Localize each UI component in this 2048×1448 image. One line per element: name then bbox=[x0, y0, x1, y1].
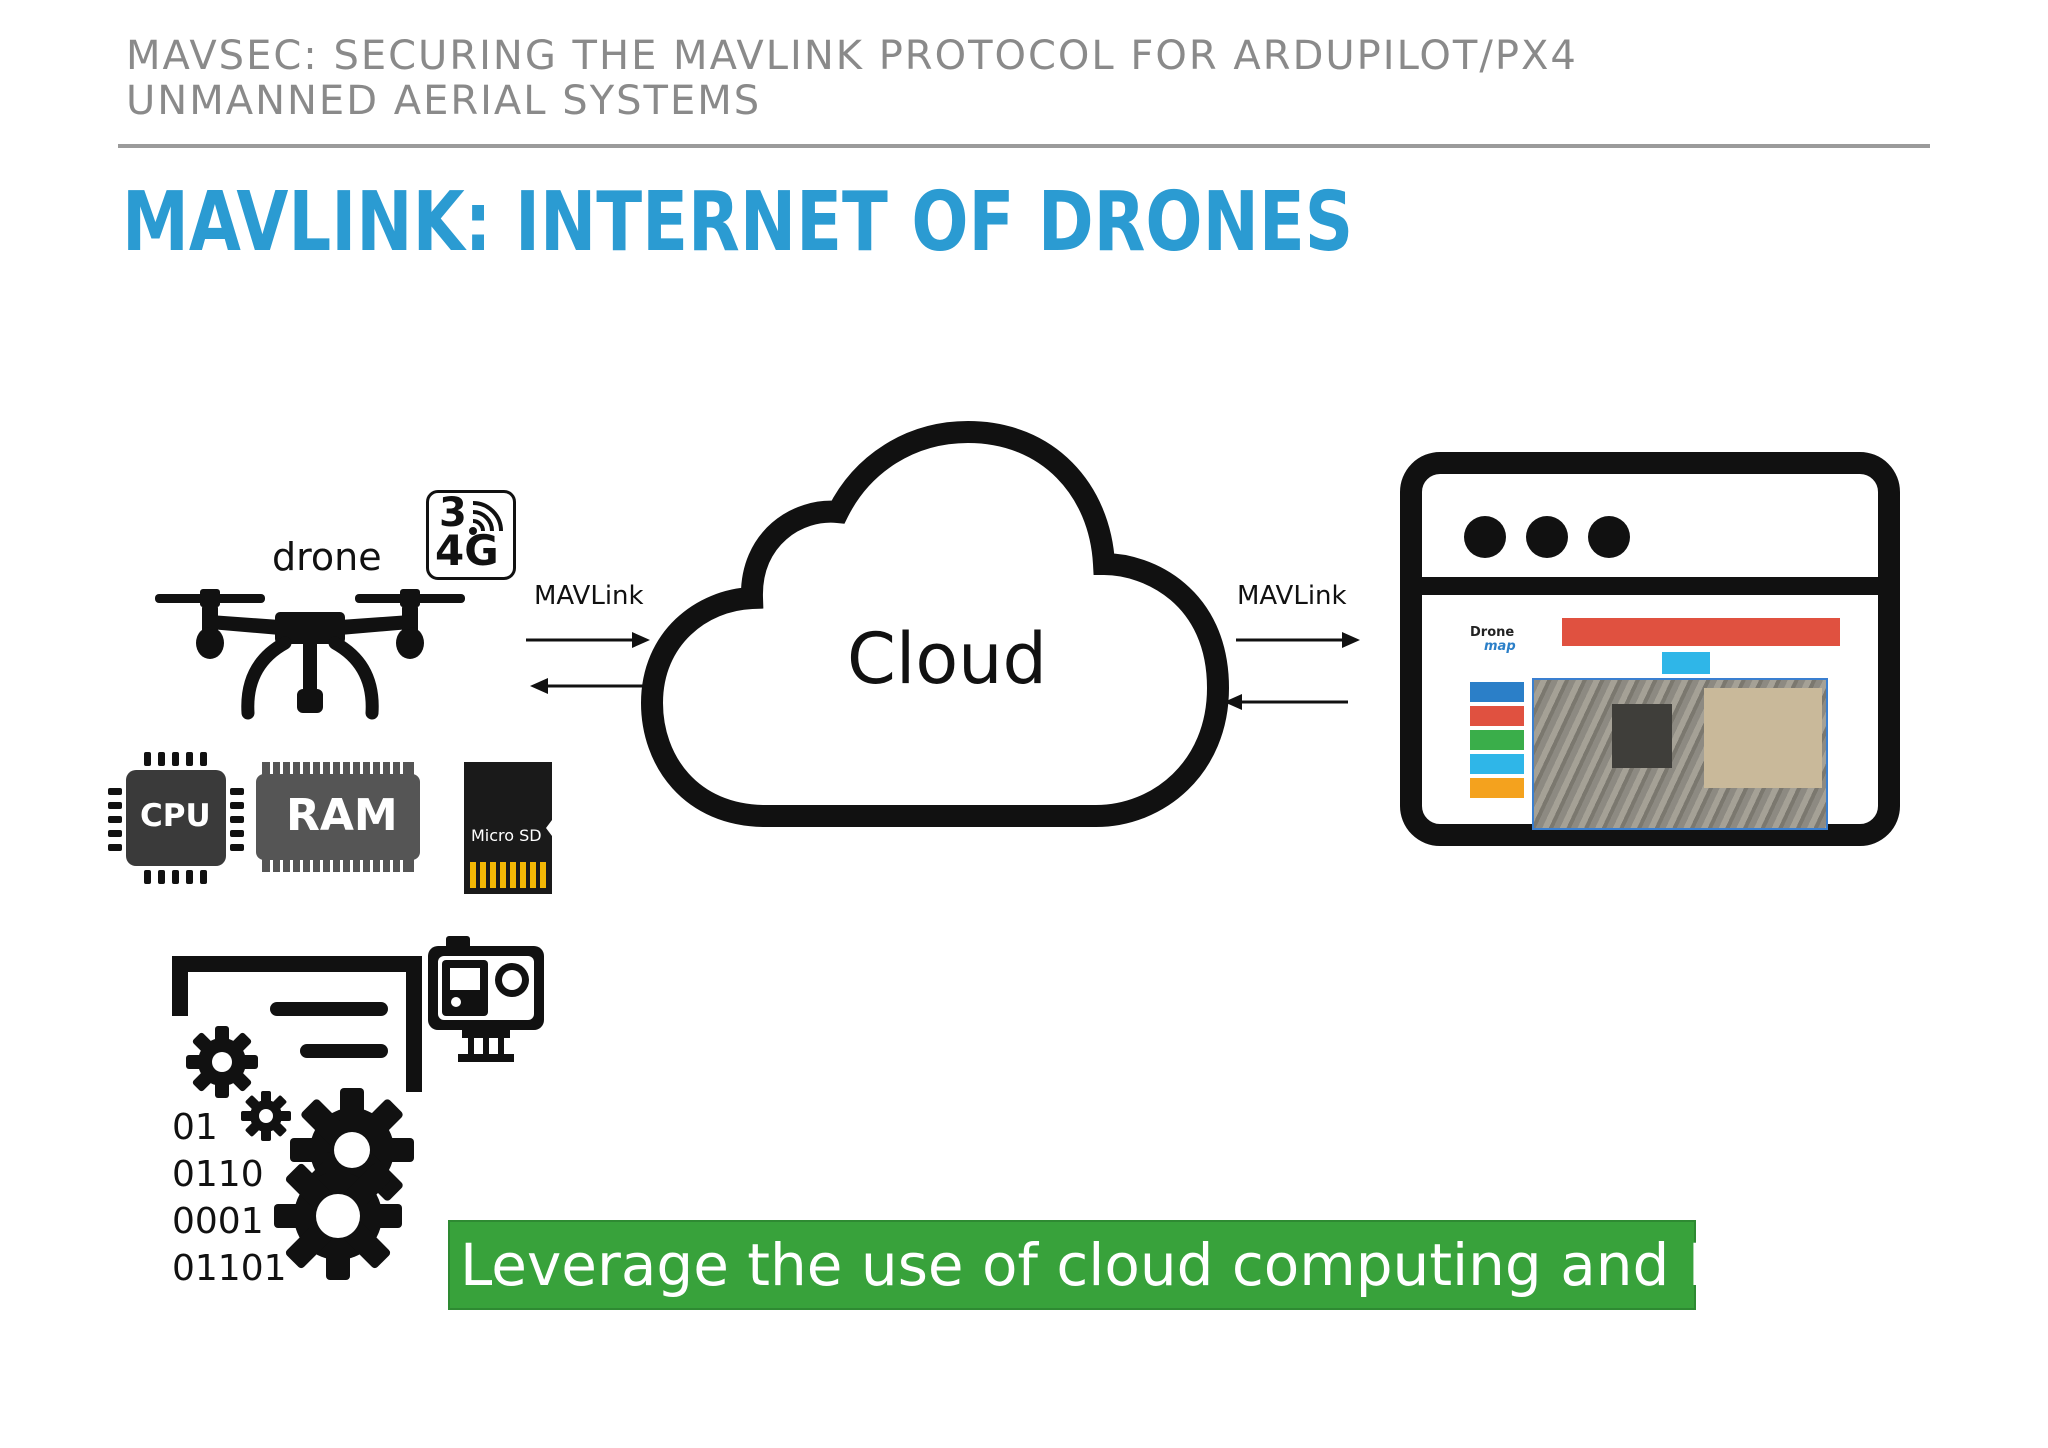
binary-data: 01 0110 0001 01101 bbox=[172, 1104, 287, 1292]
drone-label: drone bbox=[272, 535, 382, 579]
arrow-left-icon bbox=[1224, 694, 1348, 710]
wifi-signal-icon bbox=[469, 501, 503, 535]
ram-label: RAM bbox=[286, 790, 398, 841]
cloud-icon bbox=[640, 420, 1230, 827]
network-badge-top: 3 bbox=[439, 490, 467, 536]
takeaway-banner: Leverage the use of cloud computing and … bbox=[448, 1220, 1776, 1310]
micro-sd-label: Micro SD bbox=[471, 826, 542, 845]
header-line-1: MAVSEC: SECURING THE MAVLINK PROTOCOL FO… bbox=[126, 33, 1578, 79]
satellite-map bbox=[1532, 678, 1828, 830]
map-dark-area bbox=[1612, 704, 1672, 768]
gears-icon bbox=[186, 1026, 414, 1280]
dronemap-logo: Drone map bbox=[1470, 626, 1516, 654]
micro-sd-card-icon bbox=[464, 762, 552, 894]
binary-line: 0001 bbox=[172, 1201, 264, 1242]
binary-line: 01 bbox=[172, 1107, 218, 1148]
stat-tile-red bbox=[1470, 706, 1524, 726]
network-badge: 3 4G bbox=[426, 490, 516, 580]
slide-header: MAVSEC: SECURING THE MAVLINK PROTOCOL FO… bbox=[126, 34, 1926, 124]
browser-toolbar-divider bbox=[1422, 577, 1878, 595]
document-frame-icon bbox=[172, 956, 422, 1092]
logo-text-top: Drone bbox=[1470, 625, 1515, 640]
action-camera-icon bbox=[428, 936, 544, 1062]
mavlink-label-left: MAVLink bbox=[534, 581, 644, 611]
mavlink-label-right: MAVLink bbox=[1237, 581, 1347, 611]
network-badge-bottom: 4G bbox=[435, 526, 499, 575]
window-dot-icon bbox=[1526, 516, 1568, 558]
cloud-label: Cloud bbox=[847, 618, 1047, 700]
drone-icon bbox=[155, 589, 465, 720]
cpu-label: CPU bbox=[140, 798, 211, 834]
ram-chip-icon bbox=[256, 762, 420, 872]
window-dot-icon bbox=[1464, 516, 1506, 558]
binary-line: 01101 bbox=[172, 1248, 287, 1289]
stat-tile-green bbox=[1470, 730, 1524, 750]
header-line-2: UNMANNED AERIAL SYSTEMS bbox=[126, 78, 762, 124]
arrow-right-icon bbox=[526, 632, 650, 648]
binary-line: 0110 bbox=[172, 1154, 264, 1195]
cpu-chip-icon bbox=[108, 752, 244, 884]
header-rule bbox=[118, 144, 1930, 148]
alert-banner bbox=[1562, 618, 1840, 646]
dronemap-screenshot: Drone map bbox=[1470, 610, 1850, 830]
stat-tile-orange bbox=[1470, 778, 1524, 798]
map-sand-area bbox=[1704, 688, 1822, 788]
logo-text-bottom: map bbox=[1484, 639, 1516, 654]
browser-window: Drone map bbox=[1400, 452, 1900, 846]
arrow-right-icon bbox=[1236, 632, 1360, 648]
stat-tile-cyan bbox=[1470, 754, 1524, 774]
info-panel bbox=[1662, 652, 1710, 674]
window-dot-icon bbox=[1588, 516, 1630, 558]
slide-title: MAVLINK: INTERNET OF DRONES bbox=[122, 175, 1354, 270]
stat-tile-blue bbox=[1470, 682, 1524, 702]
arrow-left-icon bbox=[530, 678, 654, 694]
